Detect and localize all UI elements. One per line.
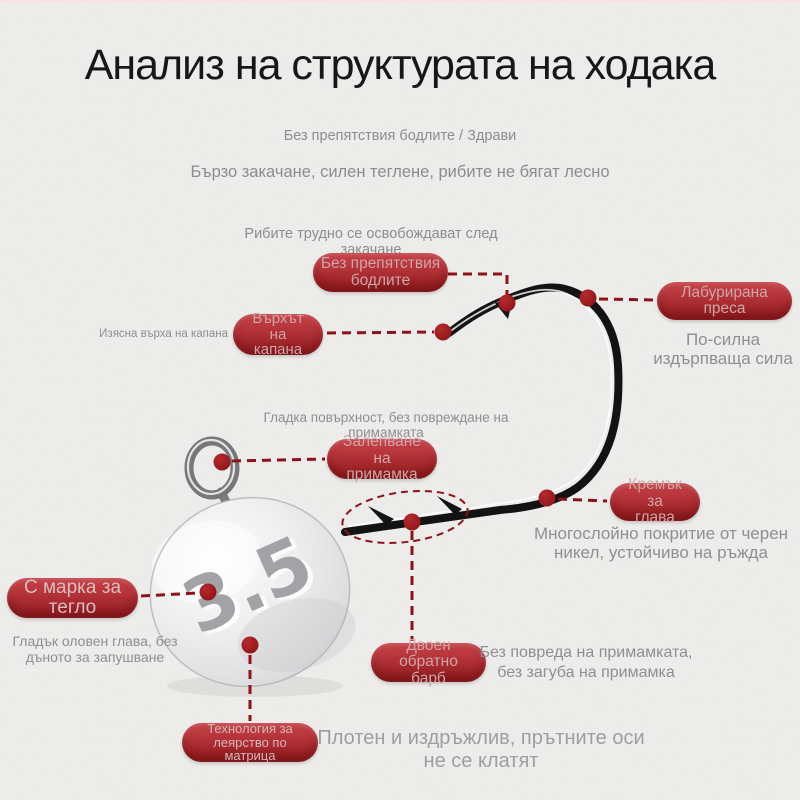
note-line: без загуба на примамка (497, 664, 675, 681)
dot-head-flint (538, 489, 556, 507)
pill-line: глава (635, 509, 675, 527)
connector-labored-press (598, 297, 656, 302)
dot-double-barb (403, 513, 421, 531)
pill-line: на (269, 325, 287, 343)
pill-line: бодлите (350, 271, 411, 289)
note-bait-glue: Гладка повърхност, без повреждане на при… (263, 410, 509, 440)
dot-bait-glue (213, 453, 231, 471)
shank-barb-2 (437, 496, 462, 515)
note-head-flint: Многослойно покритие от черен никел, уст… (530, 524, 792, 562)
page-title: Анализ на структурата на ходака (84, 41, 717, 89)
note-double-barb: Без повреда на примамката, без загуба на… (456, 643, 716, 683)
pill-line: Кремък (628, 476, 682, 494)
dot-trap-tip (434, 323, 452, 341)
top-accent-strip (0, 0, 800, 3)
pill-line: тегло (48, 597, 97, 618)
pill-line: примамка (346, 466, 418, 484)
note-line: Плотен и издръжлив, прътните оси (317, 727, 645, 749)
tagline: Без препятствия бодлите / Здрави (283, 128, 517, 144)
pill-line: С марка за (23, 576, 122, 598)
note-line: дъното за запушване (25, 648, 165, 665)
note-line: никел, устойчиво на ръжда (554, 543, 768, 562)
callout-pill-weight-mark: С марка за тегло (7, 576, 138, 618)
pill-line: на (373, 449, 391, 467)
note-line: Многослойно покритие от черен (533, 524, 789, 543)
callout-pill-bait-glue: Залепване на примамка (327, 433, 437, 483)
pill-line: Залепване (343, 433, 421, 451)
subtitle: Бързо закачане, силен теглене, рибите не… (190, 163, 610, 181)
connector-lines (140, 272, 656, 721)
note-weight-mark: Гладък оловен глава, без дъното за запуш… (10, 633, 180, 665)
pill-line: обратно (399, 653, 458, 671)
dot-labored-press (579, 289, 597, 307)
callout-pill-head-flint: Кремък за глава (610, 476, 700, 526)
pill-line: леярство по (213, 734, 287, 750)
pill-line: Технология за (207, 720, 293, 736)
connector-dots (199, 289, 597, 654)
connector-trap-tip (326, 330, 435, 335)
note-line: не се клатят (423, 750, 539, 772)
note-labored-press: По-силна издърпваща сила (640, 330, 800, 368)
note-line: По-силна (685, 330, 761, 349)
pill-line: Двоен (406, 636, 451, 654)
pill-line: Без препятствия (320, 255, 441, 273)
dot-weight-mark (199, 583, 217, 601)
callout-pill-double-barb: Двоен обратно барб (371, 637, 486, 687)
barb-highlight-ellipse (341, 490, 469, 544)
note-trap-tip: Изясна върха на капана (99, 328, 228, 340)
note-line: Без повреда на примамката, (479, 644, 693, 661)
pill-line: матрица (224, 748, 276, 764)
callout-pill-labored-press: Лабурирана преса (657, 282, 792, 320)
pill-line: Върхът (252, 309, 304, 327)
callout-pill-trap-tip: Върхът на капана (233, 309, 323, 359)
pill-line: Лабурирана (681, 283, 768, 301)
connector-weight-mark (140, 591, 199, 598)
note-mold-casting: Плотен и издръжлив, прътните оси не се к… (311, 727, 651, 773)
pill-line: барб (411, 669, 446, 687)
pill-line: за (647, 492, 663, 510)
callout-pill-no-obstacle-barbs: Без препятствия бодлите (313, 253, 448, 292)
connector-bait-glue (231, 457, 326, 463)
dot-no-obstacle (498, 294, 516, 312)
pill-line: капана (253, 341, 303, 359)
pill-line: преса (703, 300, 746, 317)
shank-barb-1 (368, 506, 394, 525)
dot-mold-casting (241, 636, 259, 654)
connector-head-flint (557, 497, 608, 503)
connector-no-obstacle (448, 272, 509, 297)
callout-pill-mold-casting: Технология за леярство по матрица (182, 720, 318, 764)
lead-head (149, 496, 356, 688)
note-line: издърпваща сила (653, 349, 793, 368)
note-line: Гладък оловен глава, без (12, 633, 178, 649)
